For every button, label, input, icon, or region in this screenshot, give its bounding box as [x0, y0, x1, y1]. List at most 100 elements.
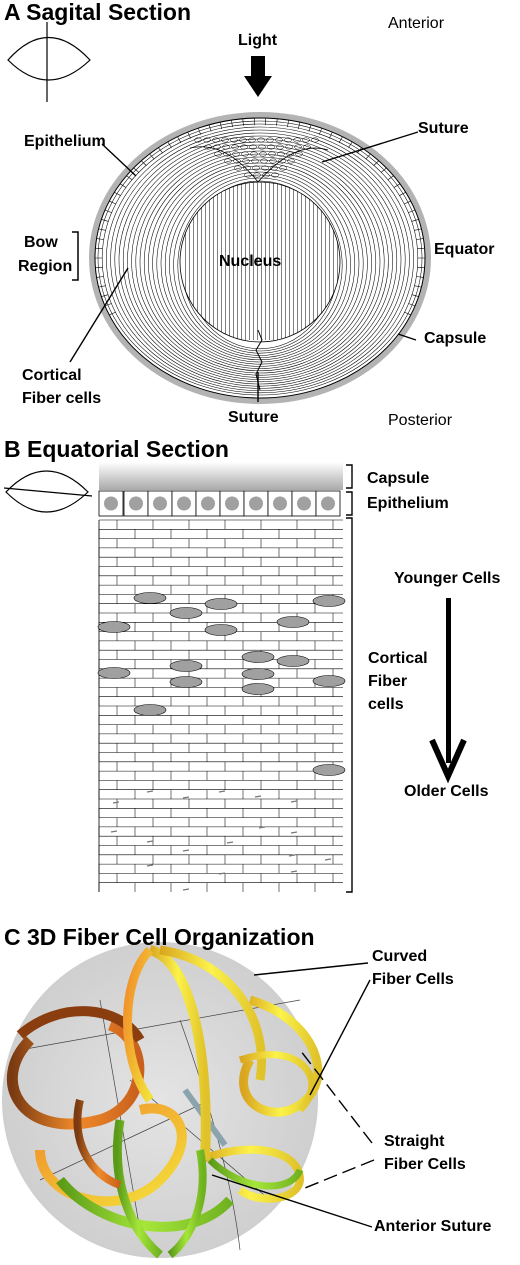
fiber-cell-nucleus [133, 704, 167, 716]
epithelial-cell-mark [167, 141, 172, 148]
epithelial-cell-mark [141, 160, 147, 166]
panel-c-heading: C 3D Fiber Cell Organization [4, 924, 315, 950]
epithelial-cell-mark [158, 147, 163, 154]
epithelial-cell-mark [404, 200, 411, 205]
suture-cell [294, 144, 302, 150]
suture-cell [286, 151, 294, 157]
suture-cell [293, 137, 301, 143]
epithelial-cell-mark [208, 124, 212, 132]
epithelial-cell-mark [187, 132, 192, 139]
suture-cell [234, 165, 242, 171]
suture-cell [284, 137, 292, 143]
light-label: Light [238, 32, 278, 49]
nucleus-fiber [239, 182, 242, 340]
suture-cell [241, 151, 249, 157]
age-arrow [429, 598, 467, 784]
suture-cell [204, 144, 212, 150]
fiber-cell-nucleus [133, 592, 167, 604]
epithelial-cell-mark [101, 294, 109, 297]
epithelium-label-b: Epithelium [367, 495, 449, 512]
nucleus-fiber [279, 182, 282, 340]
fiber-layer [160, 165, 360, 363]
epithelial-cell-mark [387, 175, 394, 181]
suture-cell [243, 165, 251, 171]
fiber-layer [148, 156, 372, 369]
suture-cell [231, 144, 239, 150]
curved-label-1: Curved [372, 948, 428, 965]
epithelial-cell-mark [416, 276, 424, 278]
fiber-nucleus-fragment [146, 864, 154, 867]
epithelial-cell-mark [276, 118, 278, 126]
suture-cell [271, 172, 279, 178]
panel-b-heading: B Equatorial Section [4, 436, 229, 462]
suture-cell [253, 172, 261, 178]
epithelial-cell-mark [399, 192, 406, 196]
fiber-layer [118, 135, 402, 385]
epithelial-cell-mark [149, 153, 155, 160]
suture-cell [214, 151, 222, 157]
epithelial-nucleus [321, 496, 335, 511]
epithelial-nucleus [177, 496, 191, 511]
sagital-orientation-icon [7, 22, 91, 102]
epithelial-cell-mark [104, 303, 112, 307]
nucleus-fiber [283, 182, 286, 340]
epithelial-cell-mark [404, 311, 411, 316]
suture-cell [251, 158, 259, 164]
suture-cell [285, 144, 293, 150]
epithelial-cell-mark [365, 153, 371, 160]
posterior-label: Posterior [388, 412, 453, 429]
suture-cell [266, 137, 274, 143]
epithelial-cell-mark [414, 228, 422, 231]
fiber-layer [164, 168, 356, 361]
epithelial-cell-mark [373, 160, 379, 166]
cortical-label-1: Cortical [22, 367, 82, 384]
epithelial-nucleus [201, 496, 215, 511]
nucleus-fiber [243, 182, 246, 340]
suture-cell [277, 151, 285, 157]
nucleus-fiber [251, 182, 254, 340]
suture-cell [269, 158, 277, 164]
epithelial-cell-mark [98, 228, 106, 231]
bow-region-bracket [72, 231, 79, 281]
suture-cell [244, 172, 252, 178]
nucleus-fiber [307, 182, 310, 340]
fiber-cell-nucleus [241, 651, 275, 663]
fiber-layer [135, 147, 385, 376]
fiber-cell-nucleus [312, 595, 346, 607]
epithelial-cell-mark [231, 120, 233, 128]
epithelial-nucleus [129, 496, 143, 511]
capsule-label-a: Capsule [424, 330, 487, 347]
suture-cell [252, 165, 260, 171]
suture-cell [233, 158, 241, 164]
suture-cell [240, 144, 248, 150]
fiber-cell-nucleus [204, 598, 238, 610]
anterior-label: Anterior [388, 15, 445, 32]
epithelial-cell-mark [411, 219, 419, 222]
epithelial-cell-mark [297, 122, 301, 130]
epithelial-cell-mark [98, 285, 106, 288]
fiber-nucleus-fragment [290, 870, 298, 873]
nucleus-fiber [259, 182, 262, 340]
suture-cell [248, 137, 256, 143]
nucleus-fiber [247, 182, 250, 340]
nucleus-fiber [235, 182, 238, 340]
fiber-nucleus-fragment [258, 826, 266, 829]
epithelial-cell-mark [408, 303, 416, 307]
fiber-layer [122, 138, 398, 383]
bow-label: Bow [24, 234, 58, 251]
nucleus-fiber [219, 182, 222, 340]
fiber-layer [114, 132, 406, 387]
epithelial-nucleus [249, 496, 263, 511]
fiber-layer [177, 177, 343, 354]
fiber-cell-nucleus [276, 655, 310, 667]
cortical-fiber-label-2: Fiber [368, 673, 408, 690]
fiber-nucleus-fragment [112, 801, 120, 804]
suture-cell [268, 151, 276, 157]
suture-cell [276, 144, 284, 150]
fiber-cell-nucleus [169, 676, 203, 688]
epithelial-cell-mark [411, 294, 419, 297]
epithelial-cell-mark [96, 276, 104, 278]
capsule-label-b: Capsule [367, 470, 430, 487]
fiber-nucleus-fragment [226, 841, 234, 844]
nucleus-fiber [287, 182, 290, 340]
